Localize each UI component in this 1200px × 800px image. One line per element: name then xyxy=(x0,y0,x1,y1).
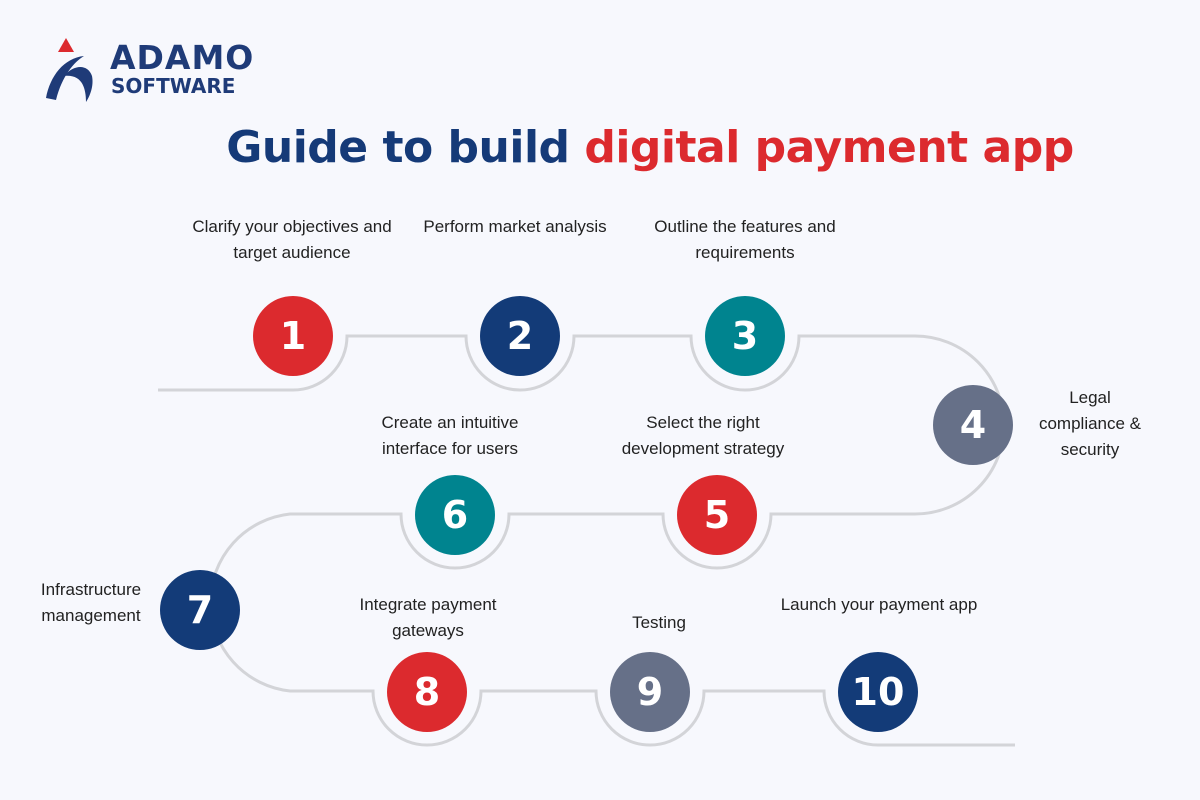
title-part-2: digital payment app xyxy=(584,122,1074,173)
step-6-label: Create an intuitive interface for users xyxy=(381,413,519,458)
step-5-label: Select the right development strategy xyxy=(621,413,785,458)
step-4-label: Legal compliance & security xyxy=(1038,388,1142,459)
step-10-circle: 10 xyxy=(838,652,918,732)
step-9-circle: 9 xyxy=(610,652,690,732)
step-5-circle: 5 xyxy=(677,475,757,555)
logo-text-software: SOFTWARE xyxy=(111,74,236,98)
step-10-label: Launch your payment app xyxy=(780,595,978,614)
step-8-label: Integrate payment gateways xyxy=(359,595,497,640)
step-1-label: Clarify your objectives and target audie… xyxy=(192,217,392,262)
step-8-circle: 8 xyxy=(387,652,467,732)
logo-mark-icon xyxy=(46,38,93,102)
step-3-circle: 3 xyxy=(705,296,785,376)
adamo-logo: ADAMO SOFTWARE xyxy=(44,36,274,106)
title-part-1: Guide to build xyxy=(226,122,585,173)
step-7-label: Infrastructure management xyxy=(40,580,142,625)
logo-text-adamo: ADAMO xyxy=(110,38,255,77)
step-6-circle: 6 xyxy=(415,475,495,555)
step-2-circle: 2 xyxy=(480,296,560,376)
step-2-label: Perform market analysis xyxy=(423,217,607,236)
step-4-circle: 4 xyxy=(933,385,1013,465)
page-title: Guide to build digital payment app xyxy=(0,122,1200,173)
step-1-circle: 1 xyxy=(253,296,333,376)
step-9-label: Testing xyxy=(632,613,686,632)
step-7-circle: 7 xyxy=(160,570,240,650)
step-3-label: Outline the features and requirements xyxy=(654,217,836,262)
